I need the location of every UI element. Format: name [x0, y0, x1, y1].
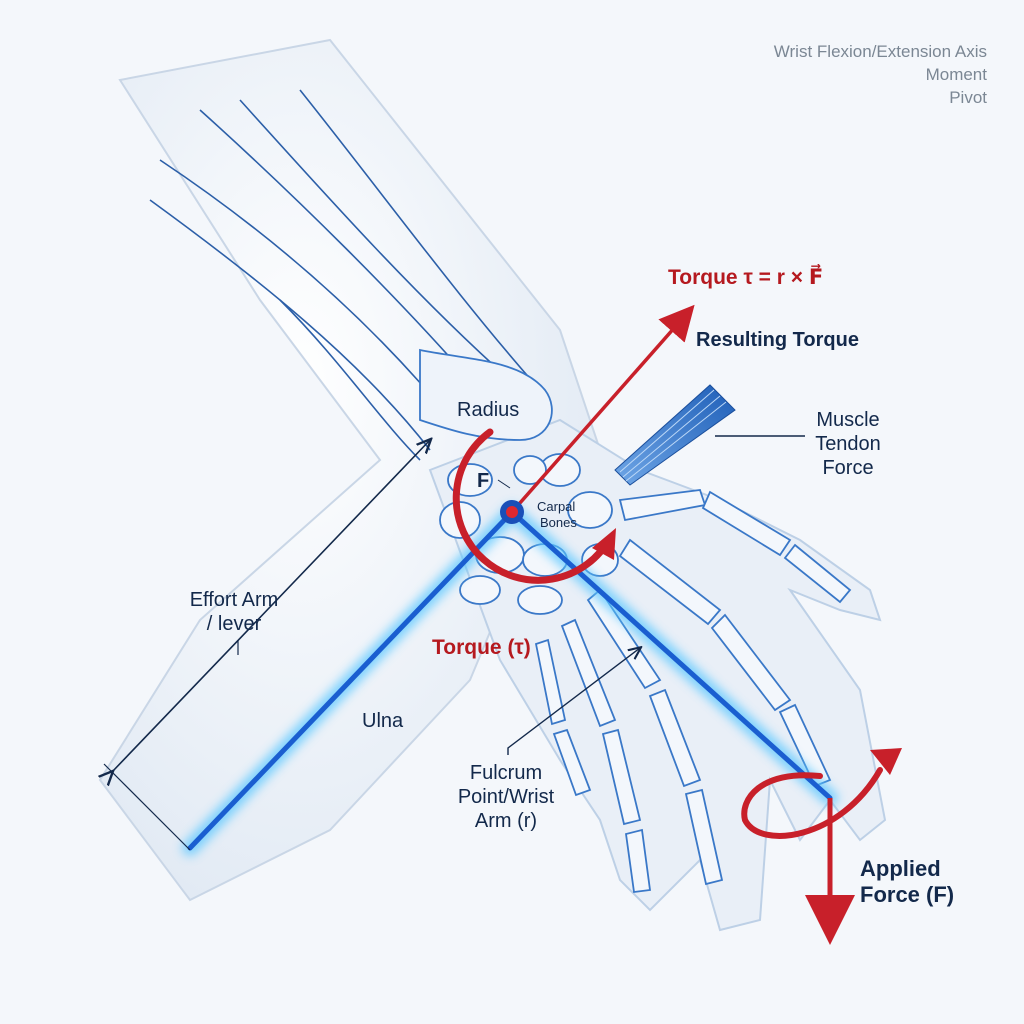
applied-force-label-2: Force (F): [860, 882, 954, 907]
torque-circular-arrow: [452, 428, 614, 584]
radius-bone: [419, 348, 553, 441]
muscle-label-2: Tendon: [815, 433, 881, 455]
fulcrum-marker-leader: [497, 479, 511, 489]
muscle-fibers: [619, 389, 727, 482]
effort-arm-tick: [103, 763, 191, 851]
effort-arm-label-2: / lever: [207, 613, 262, 635]
legend-line-3: Pivot: [949, 88, 987, 107]
fulcrum-label-3: Arm (r): [475, 810, 537, 832]
legend-line-2: Moment: [926, 65, 988, 84]
effort-arm-dimension: [112, 440, 430, 772]
torque-arrowhead: [592, 528, 616, 560]
applied-force-rotation-arrow: [741, 767, 883, 839]
carpal-label-1: Carpal: [537, 499, 575, 514]
applied-force-label-1: Applied: [860, 856, 941, 881]
fulcrum-marker-label: F: [477, 470, 489, 492]
ulna-label: Ulna: [362, 710, 404, 732]
fulcrum-leader-line: [507, 648, 640, 755]
torque-vector-arrow: [510, 304, 695, 514]
muscle-label-3: Force: [822, 457, 873, 479]
carpal-label-2: Bones: [540, 515, 577, 530]
muscle-label-1: Muscle: [816, 409, 879, 431]
torque-tau-label: Torque (τ): [432, 636, 531, 659]
muscle-tendon-bundle: [614, 384, 736, 486]
hand-bones: [534, 489, 852, 894]
effort-arm-label-1: Effort Arm: [190, 589, 279, 611]
rotation-arrowhead: [870, 748, 902, 775]
legend-line-1: Wrist Flexion/Extension Axis: [774, 42, 987, 61]
fulcrum-label-2: Point/Wrist: [458, 786, 555, 808]
radius-label: Radius: [457, 399, 519, 421]
fulcrum-label-1: Fulcrum: [470, 762, 542, 784]
pivot-center: [506, 506, 518, 518]
torque-formula-label: Torque τ = r × F⃗: [668, 264, 823, 289]
resulting-torque-label: Resulting Torque: [696, 329, 859, 351]
